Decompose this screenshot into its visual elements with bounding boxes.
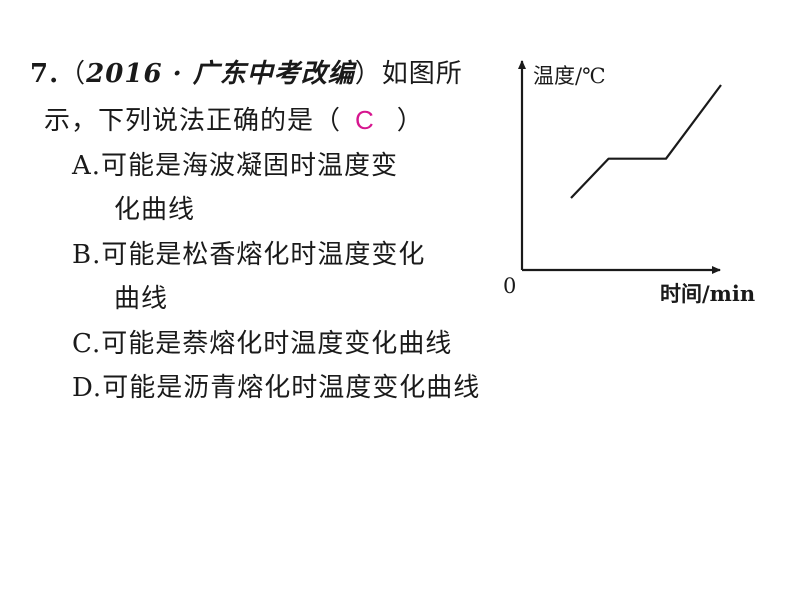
source-close-paren: ） xyxy=(354,59,382,89)
answer-close-paren: ） xyxy=(396,106,424,136)
option-b: B.可能是松香熔化时温度变化 xyxy=(72,239,425,271)
question-stem-part-1: 如图所 xyxy=(381,59,463,89)
question-stem-part-2: 示，下列说法正确的是（ xyxy=(44,106,342,136)
option-d-text: 可能是沥青熔化时温度变化曲线 xyxy=(102,373,481,403)
temperature-time-graph: 温度/℃ 0 时间/min xyxy=(495,55,775,315)
option-a-text: 可能是海波凝固时温度变 xyxy=(101,151,399,181)
option-b-text: 可能是松香熔化时温度变化 xyxy=(101,240,426,270)
y-axis-label: 温度/℃ xyxy=(533,64,606,88)
question-line-1: 7.（2016 · 广东中考改编）如图所 xyxy=(30,58,463,90)
answer-letter: C xyxy=(355,105,375,135)
question-line-2: 示，下列说法正确的是（ C ） xyxy=(44,104,424,137)
graph-canvas xyxy=(518,60,722,274)
option-b-letter: B. xyxy=(72,240,102,270)
option-a-letter: A. xyxy=(72,151,102,181)
x-axis-label: 时间/min xyxy=(660,281,756,306)
source-open-paren: （ xyxy=(59,59,87,89)
option-a-text-continued: 化曲线 xyxy=(114,195,196,225)
origin-label: 0 xyxy=(503,274,517,298)
option-c-letter: C. xyxy=(72,329,102,359)
temperature-curve xyxy=(570,84,722,199)
option-c-text: 可能是萘熔化时温度变化曲线 xyxy=(101,329,453,359)
option-b-text-continued: 曲线 xyxy=(114,284,169,314)
option-d-letter: D. xyxy=(72,373,103,403)
option-d: D.可能是沥青熔化时温度变化曲线 xyxy=(72,372,480,404)
option-b-continued: 曲线 xyxy=(114,283,168,315)
option-c: C.可能是萘熔化时温度变化曲线 xyxy=(72,328,452,360)
option-a: A.可能是海波凝固时温度变 xyxy=(72,150,398,182)
question-number: 7. xyxy=(30,59,60,89)
option-a-continued: 化曲线 xyxy=(114,194,195,226)
question-source: 2016 · 广东中考改编 xyxy=(86,59,355,89)
